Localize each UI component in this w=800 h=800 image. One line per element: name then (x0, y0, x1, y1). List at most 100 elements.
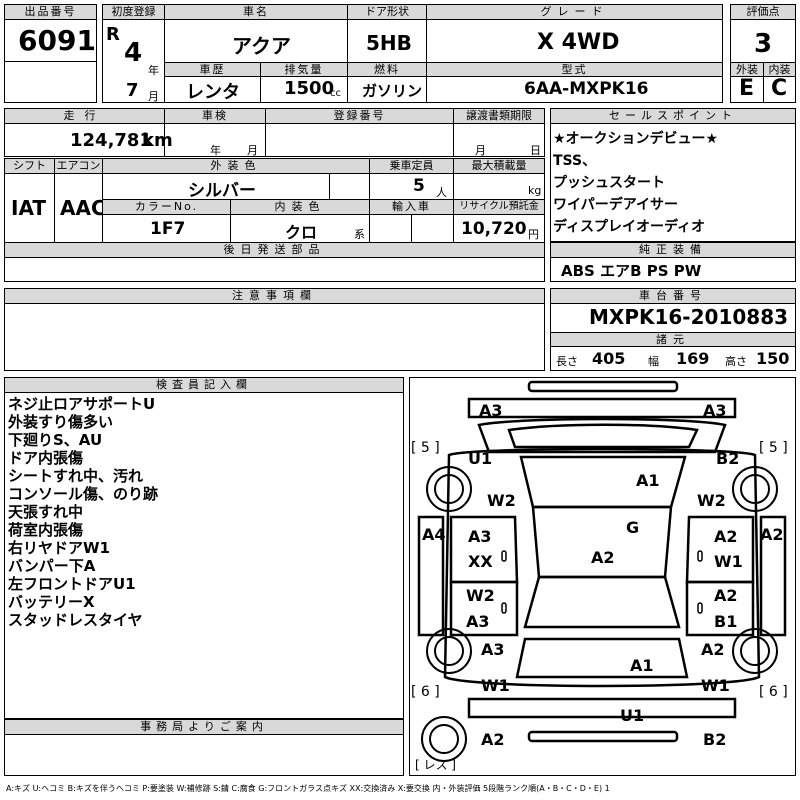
capacity-unit: 人 (436, 186, 447, 199)
load-label: 最大積載量 (453, 158, 545, 174)
transfer-label: 譲渡書類期限 (453, 108, 545, 124)
damage-label: XX (468, 552, 493, 571)
inspector-note: 天張すれ中 (8, 503, 84, 521)
inspector-note: シートすれ中、汚れ (8, 467, 144, 485)
damage-label: A4 (422, 525, 446, 544)
damage-label: W2 (487, 491, 516, 510)
lot-number: 6091 (18, 24, 96, 57)
history-label: 車歴 (164, 62, 261, 77)
damage-label: A2 (714, 527, 738, 546)
int-cell (763, 76, 796, 103)
transfer-day: 日 (530, 144, 541, 157)
inspector-notes: ネジ止ロアサポートU 外装すり傷多い 下廻りS、AU ドア内張傷 シートすれ中、… (8, 395, 158, 629)
damage-label: A2 (591, 548, 615, 567)
ac-label: エアコン (54, 158, 103, 174)
sales-points-cell (550, 123, 796, 242)
inspector-note: 荷室内張傷 (8, 521, 84, 539)
spare-tire: [ レス ] (415, 758, 456, 772)
import-cell-divider (369, 214, 412, 243)
ac: AAC (60, 196, 106, 220)
capacity: 5 (413, 176, 425, 196)
damage-label: A2 (481, 730, 505, 749)
ext-label: 外装 (730, 62, 764, 77)
color-no: 1F7 (150, 219, 186, 239)
damage-label: G (626, 518, 640, 537)
score: 3 (754, 29, 773, 59)
damage-label: U1 (620, 706, 645, 725)
displacement: 1500 (284, 78, 335, 99)
notes-label: 注意事項欄 (4, 288, 545, 304)
int-grade: C (771, 76, 788, 101)
dims-label: 諸元 (550, 332, 796, 347)
inspector-note: スタッドレスタイヤ (8, 611, 143, 629)
fuel: ガソリン (362, 82, 423, 100)
fuel-label: 燃料 (347, 62, 427, 77)
lot-blank-cell (4, 61, 97, 103)
color: シルバー (188, 181, 256, 201)
inspector-note: バンパー下A (8, 557, 96, 575)
sales-points-label: セールスポイント (550, 108, 796, 124)
reg-month: 7 (126, 80, 139, 101)
era: R (106, 24, 120, 45)
lot-label: 出品番号 (4, 4, 97, 20)
width-label: 幅 (648, 355, 659, 368)
mileage: 124,781 (70, 130, 152, 151)
inspection-month: 月 (247, 144, 258, 157)
equipment-cell (550, 257, 796, 282)
office-cell (4, 734, 404, 776)
sales-point: TSS、 (553, 153, 597, 169)
damage-label: W1 (701, 676, 730, 695)
car-name: アクア (232, 34, 291, 58)
inspector-note: 下廻りS、AU (8, 431, 103, 449)
damage-label: A3 (466, 612, 490, 631)
inspector-note: 右リヤドアW1 (8, 539, 110, 557)
tire-rear-left: [ 6 ] (411, 684, 440, 700)
capacity-label: 乗車定員 (369, 158, 454, 174)
damage-label: A3 (481, 640, 505, 659)
color-label: 外装色 (102, 158, 370, 174)
recycle: 10,720 (461, 219, 527, 239)
car-outline (417, 380, 787, 762)
chassis-number: MXPK16-2010883 (589, 305, 789, 329)
damage-label: B1 (714, 612, 738, 631)
reg-year: 4 (124, 38, 143, 68)
dims-cell (550, 346, 796, 371)
damage-label: W1 (481, 676, 510, 695)
name-label: 車名 (164, 4, 348, 20)
recycle-unit: 円 (528, 228, 539, 241)
inspection-year: 年 (210, 144, 221, 157)
height-label: 高さ (725, 355, 747, 368)
inspector-note: ドア内張傷 (8, 449, 84, 467)
sales-point: プッシュスタート (553, 175, 665, 191)
height: 150 (756, 349, 790, 368)
width: 169 (676, 349, 710, 368)
damage-label: W1 (714, 552, 743, 571)
legend: A:キズ U:ヘコミ B:キズを伴うヘコミ P:要塗装 W:補修跡 S:錆 C:… (6, 784, 610, 793)
import-label: 輸入車 (369, 199, 454, 215)
damage-label: W2 (466, 586, 495, 605)
ext-grade: E (739, 76, 755, 101)
recycle-label: リサイクル預託金 (453, 199, 545, 215)
tire-rear-right: [ 6 ] (759, 684, 788, 700)
grade: X 4WD (537, 30, 620, 55)
color-cell-right (329, 173, 370, 200)
length: 405 (592, 349, 626, 368)
model-cell (426, 76, 723, 103)
equipment-label: 純正装備 (550, 242, 796, 258)
sales-point: ワイパーデアイサー (553, 197, 679, 213)
damage-label: B2 (703, 730, 727, 749)
car-diagram (409, 377, 796, 776)
damage-label: A3 (468, 527, 492, 546)
model: 6AA-MXPK16 (524, 79, 649, 99)
int-color-unit: 系 (354, 228, 365, 241)
shift: IAT (11, 196, 47, 220)
int-label: 内装 (763, 62, 796, 77)
inspector-note: ネジ止ロアサポートU (8, 395, 156, 413)
notes-cell (4, 303, 545, 371)
transfer-cell (453, 123, 545, 157)
equipment: ABS エアB PS PW (561, 262, 702, 280)
sales-points-list: ★オークションデビュー★ TSS、 プッシュスタート ワイパーデアイサー ディス… (553, 128, 718, 238)
damage-label: B2 (716, 449, 740, 468)
color-no-label: カラーNo. (102, 199, 231, 215)
first-reg-label: 初度登録 (102, 4, 165, 20)
